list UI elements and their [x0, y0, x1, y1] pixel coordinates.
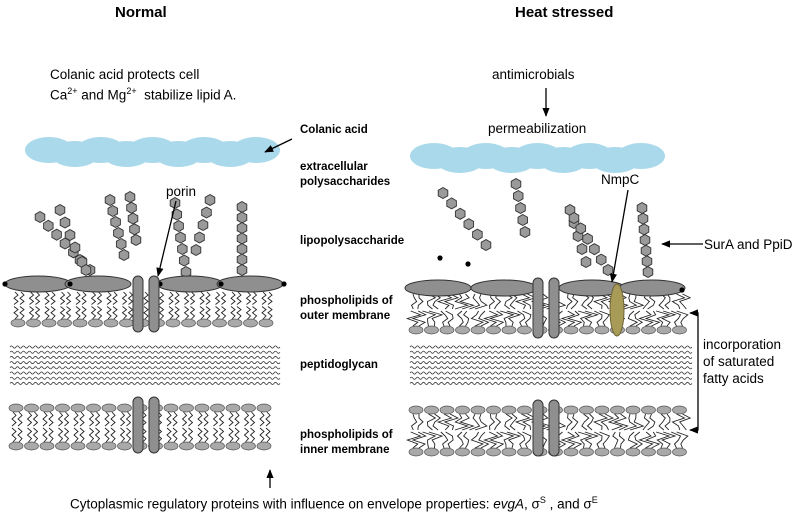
bottom-caption-sigma-s-sup: S — [539, 495, 546, 505]
callout-porin: porin — [166, 184, 197, 199]
left-note: Colanic acid protects cell Ca2+ and Mg2+… — [50, 66, 236, 104]
left-note-ca-charge: 2+ — [67, 86, 78, 96]
arrow-porin — [156, 200, 177, 277]
left-note-ca: Ca — [50, 87, 68, 103]
lps-chain-normal-2 — [54, 203, 92, 277]
arrow-saturated-fatty-acids — [689, 309, 699, 434]
header-heat-stressed: Heat stressed — [515, 4, 614, 21]
bottom-caption-text: Cytoplasmic regulatory proteins with inf… — [70, 496, 494, 512]
bottom-caption: Cytoplasmic regulatory proteins with inf… — [70, 492, 598, 513]
inner-membrane-heads-heat — [408, 405, 687, 415]
bottom-caption-sigma-s: , σ — [524, 496, 540, 512]
cations-released-heat — [437, 255, 471, 267]
porin-om-left-normal — [132, 275, 144, 333]
inner-membrane-normal — [8, 411, 272, 451]
callout-saturated-fatty-acids: incorporation of saturated fatty acids — [703, 336, 781, 387]
left-note-mg-charge: 2+ — [126, 86, 137, 96]
lps-chain-normal-4 — [124, 190, 142, 247]
label-im-line-2: inner membrane — [300, 444, 390, 456]
callout-sat-line-3: fatty acids — [703, 371, 764, 386]
left-note-line-2: Ca2+ and Mg2+ stabilize lipid A. — [50, 83, 236, 104]
lps-chain-normal-7 — [236, 200, 248, 277]
arrow-nmpc — [609, 189, 629, 283]
label-eps-line-2: polysaccharides — [300, 176, 391, 188]
porin-om-right-normal — [148, 275, 160, 333]
lps-chain-heat-1 — [437, 186, 492, 252]
callout-permeabilization: permeabilization — [488, 121, 587, 136]
callout-sat-line-2: of saturated — [703, 354, 775, 369]
porin-im-right-normal — [148, 396, 160, 454]
left-note-tail: stabilize lipid A. — [136, 87, 237, 103]
colanic-acid-cloud-normal — [25, 137, 280, 167]
porin-im-left-heat — [532, 399, 544, 457]
label-outer-membrane: phospholipids of outer membrane — [300, 294, 393, 324]
lps-chain-heat-2 — [510, 177, 531, 239]
label-colanic-acid: Colanic acid — [300, 124, 368, 136]
bottom-caption-gene: evgA — [493, 496, 525, 512]
colanic-acid-cloud-heat — [410, 143, 665, 173]
label-eps-line-1: extracellular — [300, 161, 368, 173]
arrow-colanic-acid — [264, 138, 293, 153]
lps-chain-normal-6 — [190, 193, 216, 257]
cations-heat — [679, 287, 685, 293]
label-om-line-1: phospholipids of — [300, 295, 393, 307]
label-peptidoglycan: peptidoglycan — [300, 359, 378, 371]
label-inner-membrane: phospholipids of inner membrane — [300, 428, 393, 458]
porin-om-left-heat — [532, 277, 544, 339]
callout-antimicrobials: antimicrobials — [492, 67, 575, 82]
lps-chain-heat-5 — [636, 201, 654, 279]
lps-chain-heat-4 — [568, 211, 614, 277]
lps-chain-normal-5 — [169, 196, 192, 279]
left-note-mg: and Mg — [77, 87, 127, 103]
callout-nmpc: NmpC — [601, 172, 640, 187]
header-normal: Normal — [115, 4, 167, 21]
bottom-caption-sigma-e: , and σ — [545, 496, 592, 512]
porin-om-right-heat — [548, 277, 560, 339]
label-om-line-2: outer membrane — [300, 310, 391, 322]
left-note-line-1: Colanic acid protects cell — [50, 67, 200, 82]
nmpc-protein — [609, 283, 625, 337]
porin-im-left-normal — [132, 396, 144, 454]
callout-sat-line-1: incorporation — [703, 337, 782, 352]
outer-membrane-normal — [10, 291, 274, 328]
lps-chain-normal-3 — [104, 193, 130, 262]
porin-im-right-heat — [548, 399, 560, 457]
callout-sura-ppid: SurA and PpiD — [704, 237, 793, 252]
lipid-a-heat — [404, 279, 686, 297]
label-lipopolysaccharide: lipopolysaccharide — [300, 235, 405, 247]
lipid-a-normal — [4, 275, 284, 293]
bottom-caption-sigma-e-sup: E — [591, 495, 598, 505]
cations-normal — [2, 281, 287, 287]
peptidoglycan-normal — [9, 345, 281, 385]
peptidoglycan-heat — [409, 345, 693, 385]
label-extracellular-polysaccharides: extracellular polysaccharides — [300, 160, 390, 190]
label-im-line-1: phospholipids of — [300, 429, 393, 441]
